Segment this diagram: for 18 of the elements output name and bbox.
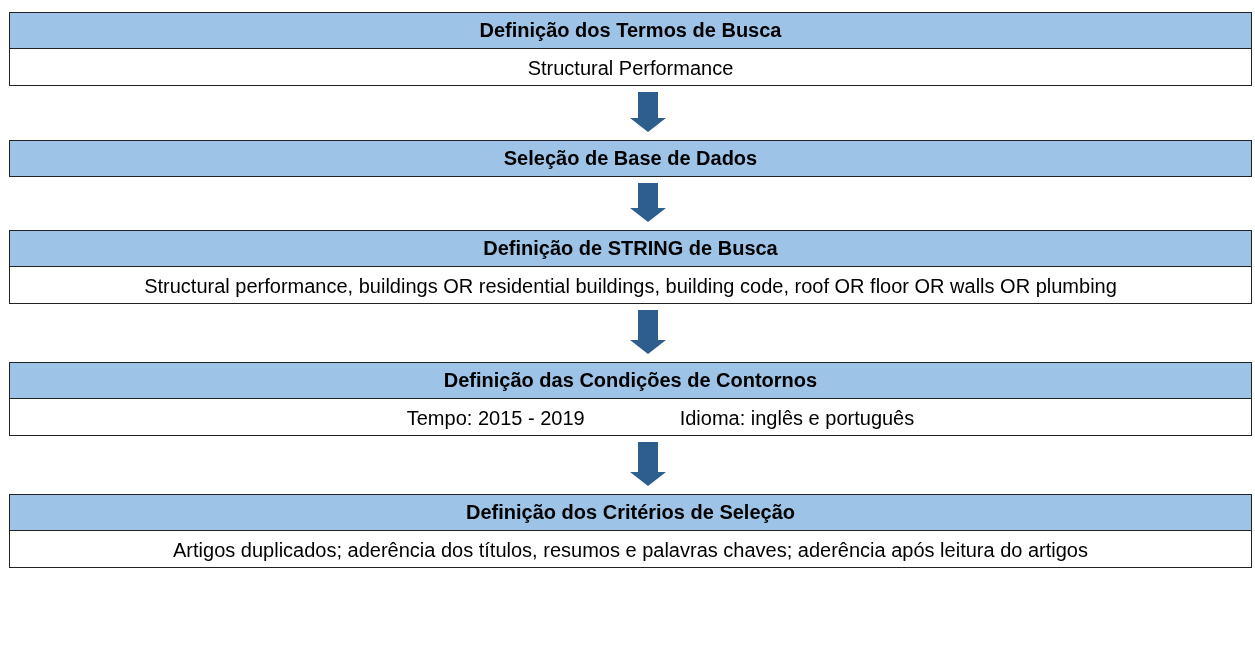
box-heading: Definição dos Critérios de Seleção	[10, 495, 1251, 531]
block-arrow	[630, 183, 666, 222]
process-box	[9, 12, 1252, 86]
box-text: Tempo: 2015 - 2019	[406, 406, 585, 431]
block-arrow	[630, 92, 666, 132]
process-box	[9, 230, 1252, 304]
box-text: Structural performance, buildings OR residential buildings, building code, roof OR floor OR walls OR plumbing	[144, 274, 1117, 299]
box-text: Idioma: inglês e português	[679, 406, 915, 431]
box-text: Artigos duplicados; aderência dos títulos, resumos e palavras chaves; aderência após leitura do artigos	[173, 538, 1088, 563]
box-heading: Definição de STRING de Busca	[10, 231, 1251, 267]
box-heading: Definição das Condições de Contornos	[10, 363, 1251, 399]
process-box	[9, 362, 1252, 436]
box-heading: Definição dos Termos de Busca	[10, 13, 1251, 49]
box-text: Structural Performance	[527, 56, 734, 81]
box-heading: Seleção de Base de Dados	[10, 141, 1251, 176]
process-box	[9, 494, 1252, 568]
block-arrow	[630, 310, 666, 354]
block-arrow	[630, 442, 666, 486]
